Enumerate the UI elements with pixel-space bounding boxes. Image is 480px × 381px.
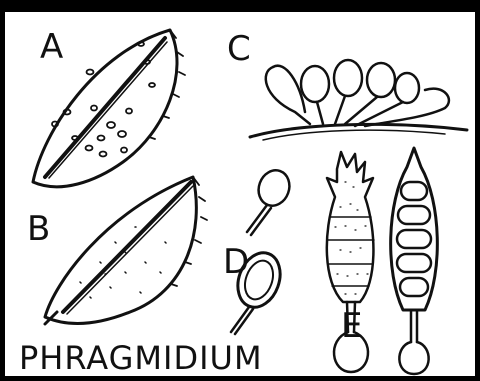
- panel-label-c: C: [227, 32, 251, 66]
- panel-label-a: A: [40, 30, 63, 64]
- panel-label-e: E: [341, 309, 362, 343]
- figure-title: PHRAGMIDIUM: [19, 340, 263, 376]
- panel-label-d: D: [223, 245, 249, 279]
- spore-cluster-c-drawing: [250, 60, 467, 140]
- panel-label-b: B: [27, 212, 50, 246]
- leaf-b-drawing: [45, 177, 207, 324]
